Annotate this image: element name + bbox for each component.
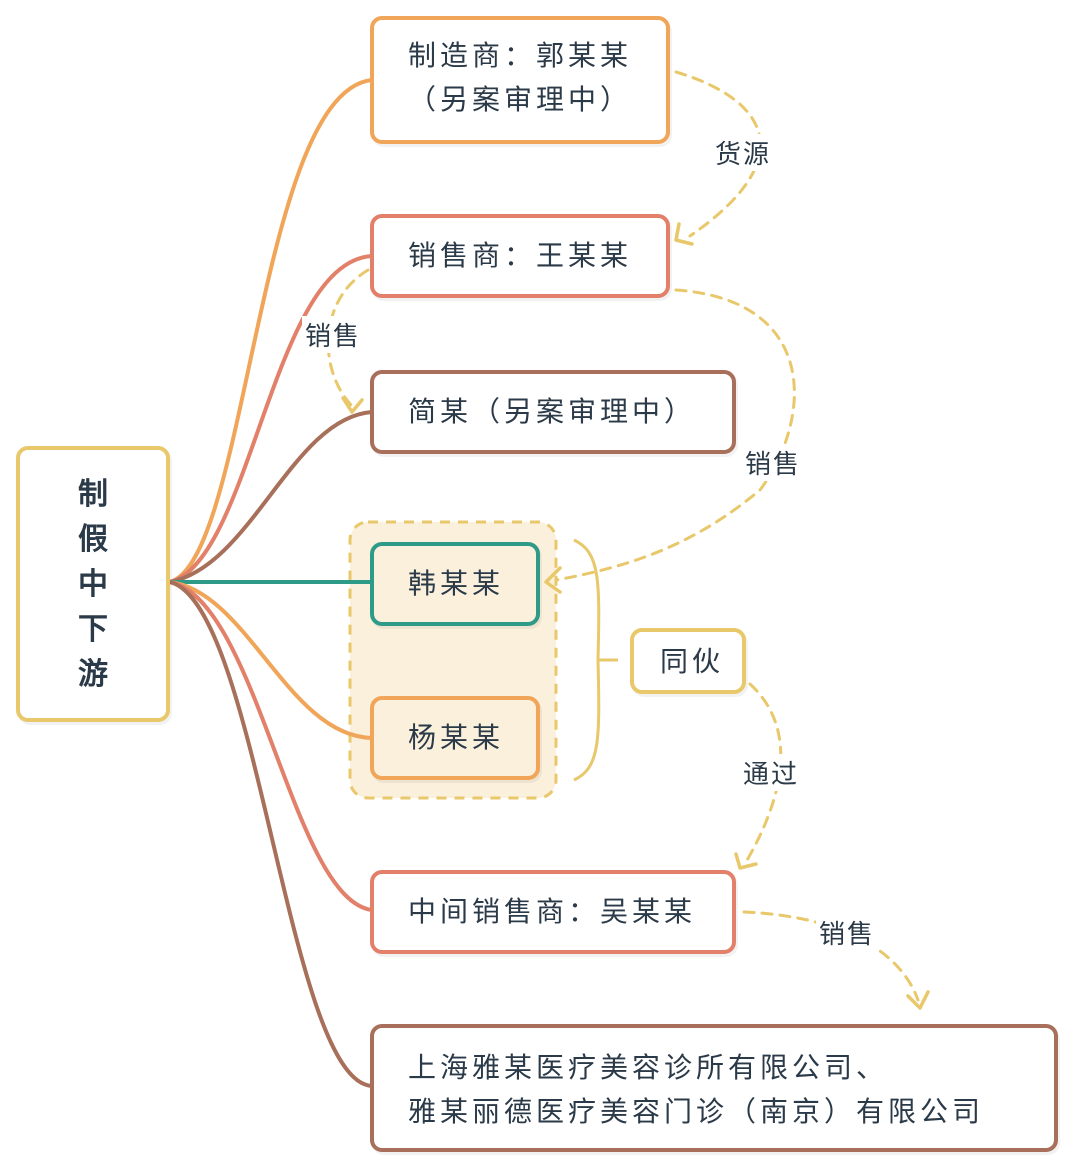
branch-to-clinics bbox=[168, 580, 374, 1088]
flow-sale-to-han bbox=[554, 288, 796, 582]
branch-to-yang bbox=[168, 580, 374, 740]
node-jian: 简某（另案审理中） bbox=[370, 370, 736, 454]
root-char-3: 中 bbox=[78, 566, 108, 602]
root-char-2: 假 bbox=[78, 521, 108, 557]
edge-label-via: 通过 bbox=[740, 754, 803, 791]
manufacturer-line-2: （另案审理中） bbox=[408, 83, 633, 116]
seller-label: 销售商：王某某 bbox=[408, 239, 633, 272]
jian-label: 简某（另案审理中） bbox=[408, 395, 697, 428]
accomplice-label: 同伙 bbox=[660, 645, 725, 678]
node-wu: 中间销售商：吴某某 bbox=[370, 870, 736, 954]
node-accomplice: 同伙 bbox=[630, 628, 746, 694]
arrowhead-via bbox=[734, 852, 758, 870]
node-seller: 销售商：王某某 bbox=[370, 214, 670, 298]
wu-label: 中间销售商：吴某某 bbox=[408, 895, 697, 928]
accomplice-bracket bbox=[573, 538, 601, 782]
root-char-5: 游 bbox=[78, 656, 108, 692]
branch-to-seller bbox=[168, 254, 374, 584]
branch-to-manufacturer bbox=[168, 78, 374, 584]
edge-label-sale-to-clinics: 销售 bbox=[816, 914, 879, 951]
arrowhead-sale-to-clinics bbox=[906, 990, 930, 1010]
edge-label-sale-to-jian: 销售 bbox=[302, 316, 365, 353]
arrowhead-goods-source bbox=[674, 222, 694, 246]
clinics-line-2: 雅某丽德医疗美容门诊（南京）有限公司 bbox=[408, 1095, 985, 1128]
branch-to-jian bbox=[168, 410, 374, 584]
flow-sale-to-clinics bbox=[742, 910, 920, 1002]
node-clinics: 上海雅某医疗美容诊所有限公司、 雅某丽德医疗美容门诊（南京）有限公司 bbox=[370, 1024, 1058, 1152]
node-manufacturer: 制造商：郭某某 （另案审理中） bbox=[370, 16, 670, 144]
branch-to-wu bbox=[168, 580, 374, 912]
root-node-counterfeit-chain: 制 假 中 下 游 bbox=[16, 446, 170, 722]
edge-label-sale-to-han: 销售 bbox=[742, 444, 805, 481]
root-char-4: 下 bbox=[78, 611, 108, 647]
node-han: 韩某某 bbox=[370, 542, 540, 626]
root-char-1: 制 bbox=[78, 476, 108, 512]
yang-label: 杨某某 bbox=[408, 721, 505, 754]
edge-label-goods-source: 货源 bbox=[712, 134, 775, 171]
node-yang: 杨某某 bbox=[370, 696, 540, 780]
han-label: 韩某某 bbox=[408, 567, 505, 600]
manufacturer-line-1: 制造商：郭某某 bbox=[408, 39, 633, 72]
clinics-line-1: 上海雅某医疗美容诊所有限公司、 bbox=[408, 1051, 889, 1084]
arrowhead-sale-to-han bbox=[544, 566, 562, 594]
arrowhead-sale-to-jian bbox=[341, 396, 364, 414]
